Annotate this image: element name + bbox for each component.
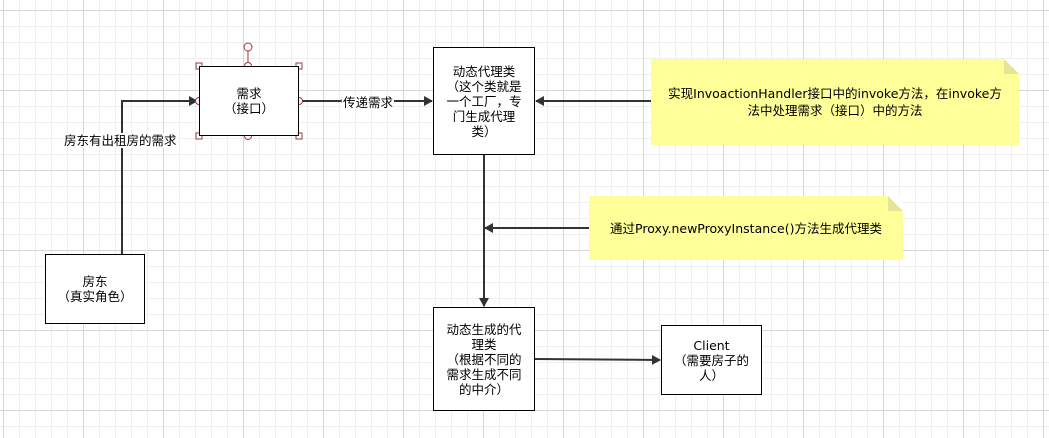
node-proxy-line3: 一个工厂，专 [446, 93, 522, 109]
node-generated-line4: 需求生成不同 [446, 366, 522, 382]
rotate-handle[interactable] [243, 42, 253, 52]
node-generated-proxy[interactable]: 动态生成的代 理类 （根据不同的 需求生成不同 的中介） [433, 307, 535, 411]
node-generated-line3: （根据不同的 [446, 351, 522, 367]
node-generated-line2: 理类 [471, 336, 497, 352]
edge-label-landlord-demand: 房东有出租房的需求 [63, 133, 178, 148]
node-client[interactable]: Client （需要房子的 人） [661, 325, 762, 395]
node-demand[interactable]: 需求 （接口） [199, 66, 299, 136]
node-landlord-line2: （真实角色） [57, 289, 133, 304]
node-proxy-line1: 动态代理类 [452, 63, 516, 79]
node-generated-line5: 的中介） [458, 381, 509, 397]
edge-landlord-to-demand[interactable] [121, 96, 198, 254]
edge-generated-to-client[interactable] [534, 354, 661, 365]
node-proxy-line2: （这个类就是 [446, 78, 522, 94]
node-generated-line1: 动态生成的代 [446, 321, 522, 337]
node-dynamic-proxy-class[interactable]: 动态代理类 （这个类就是 一个工厂，专 门生成代理 类） [433, 47, 535, 155]
note-invocation-handler[interactable]: 实现InvoactionHandler接口中的invoke方法，在invoke方… [651, 59, 1019, 145]
note-proxy-instance-text: 通过Proxy.newProxyInstance()方法生成代理类 [610, 220, 882, 236]
resize-handle-br[interactable] [295, 132, 303, 140]
node-demand-line2: （接口） [223, 101, 274, 116]
node-client-line3: 人） [698, 367, 724, 383]
note-fold-corner [1004, 59, 1019, 74]
note-proxy-instance[interactable]: 通过Proxy.newProxyInstance()方法生成代理类 [589, 196, 903, 260]
node-proxy-line5: 类） [471, 123, 497, 139]
note-fold-corner [888, 196, 903, 211]
node-client-line1: Client [693, 337, 730, 353]
note-invocation-line2: 法中处理需求（接口）中的方法 [747, 103, 923, 118]
node-proxy-line4: 门生成代理 [452, 108, 516, 124]
node-landlord[interactable]: 房东 （真实角色） [45, 254, 145, 324]
node-client-line2: （需要房子的 [673, 352, 749, 368]
node-demand-line1: 需求 [236, 86, 262, 101]
node-landlord-line1: 房东 [82, 274, 108, 289]
edge-label-demand-proxy: 传递需求 [342, 95, 395, 110]
note-invocation-handler-text: 实现InvoactionHandler接口中的invoke方法，在invoke方… [668, 85, 1002, 119]
note-invocation-line1: 实现InvoactionHandler接口中的invoke方法，在invoke方 [668, 86, 1002, 101]
